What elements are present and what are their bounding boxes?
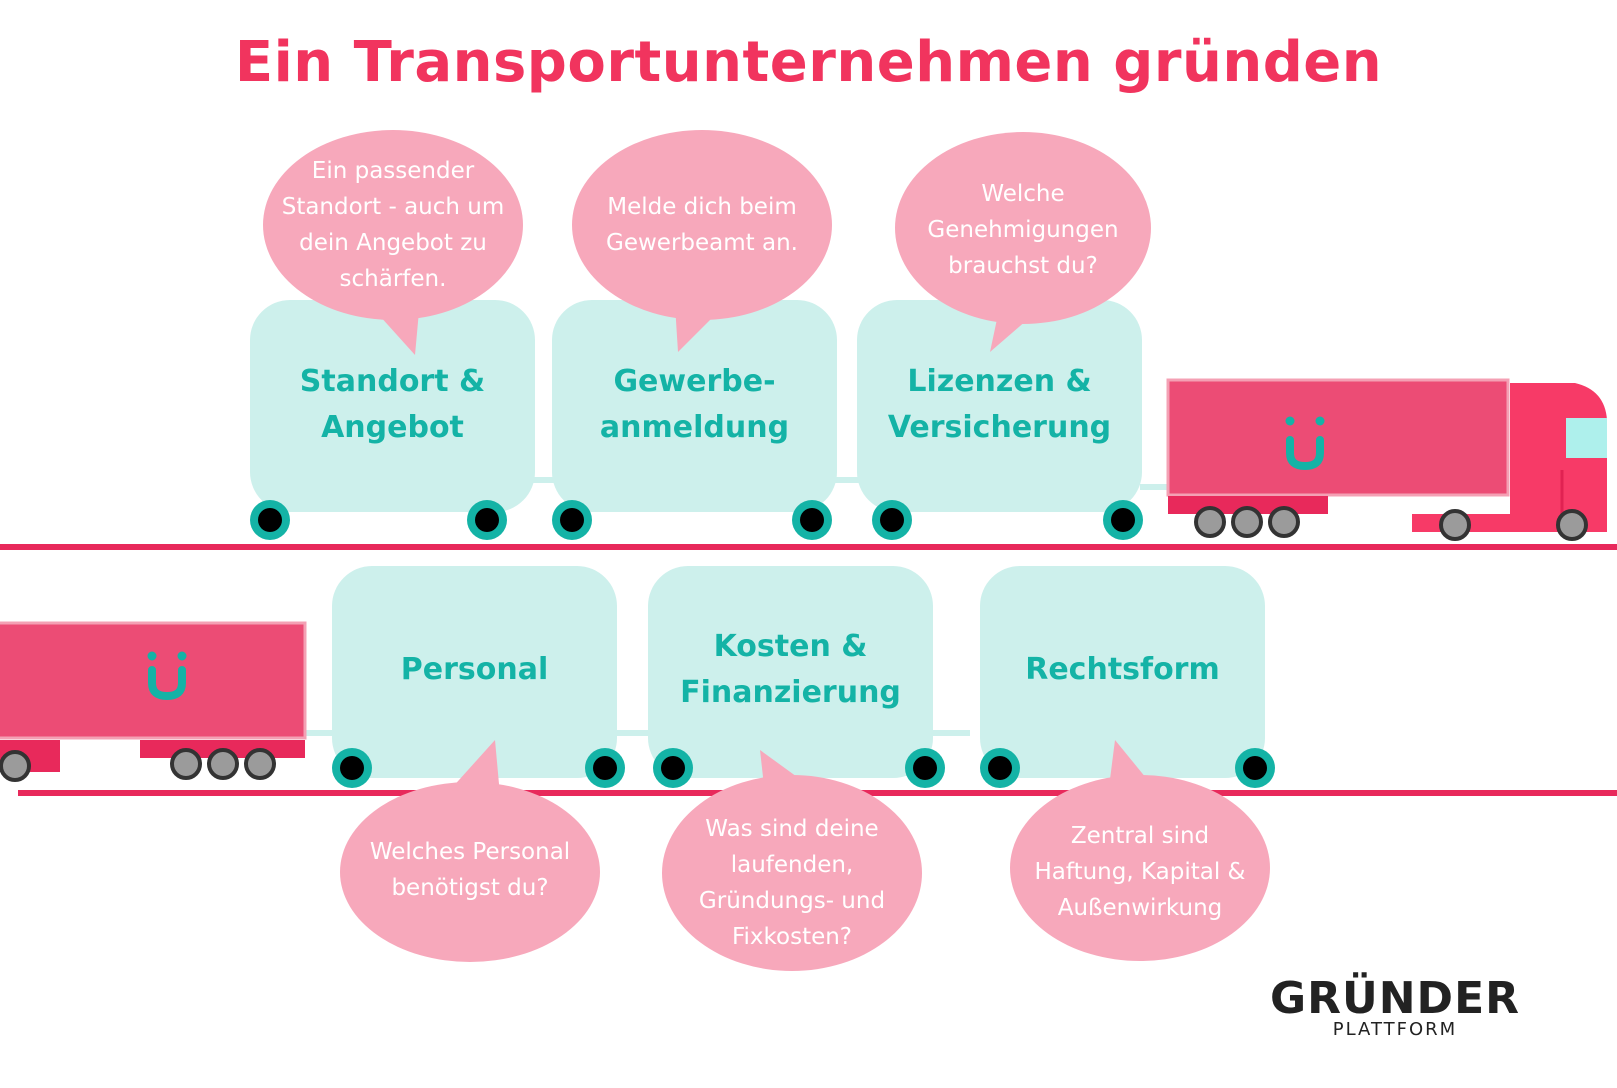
wagon-lizenzen — [857, 300, 1142, 512]
speech-bubble-gewerbe — [572, 130, 832, 320]
wagon-label-gewerbe: Gewerbe- anmeldung — [599, 364, 790, 445]
speech-bubble-kosten — [662, 775, 922, 971]
bubble-text-personal: Welches Personal benötigst du? — [369, 839, 571, 901]
bubble-text-kosten: Was sind deine laufenden, Gründungs- und… — [698, 816, 886, 950]
truck-top — [1166, 378, 1607, 541]
coupler — [830, 477, 860, 483]
wagon-gewerbe — [552, 300, 837, 512]
logo-wordmark: GRÜNDER — [1270, 975, 1520, 1023]
speech-bubble-personal — [340, 782, 600, 962]
wagon-kosten — [648, 566, 933, 778]
smiley-u-icon — [148, 666, 186, 701]
logo-subtitle: PLATTFORM — [1332, 1019, 1458, 1040]
wagon-label-personal: Personal — [400, 652, 549, 687]
speech-bubble-lizenzen — [895, 132, 1151, 324]
speech-bubble-standort — [263, 130, 523, 320]
gruender-plattform-logo: GRÜNDER PLATTFORM — [1270, 975, 1520, 1041]
coupler — [930, 730, 970, 736]
wagon-label-standort: Standort & Angebot — [299, 364, 486, 445]
bubble-text-rechtsform: Zentral sind Haftung, Kapital & Außenwir… — [1034, 823, 1246, 921]
wagon-standort — [250, 300, 535, 512]
smiley-u-icon — [1286, 436, 1324, 471]
wagon-label-kosten: Kosten & Finanzierung — [680, 629, 901, 710]
wagon-rechtsform — [980, 566, 1265, 778]
truck-bottom — [0, 621, 307, 782]
bubble-text-gewerbe: Melde dich beim Gewerbeamt an. — [606, 194, 798, 256]
wheels-top — [250, 500, 1143, 540]
coupler — [530, 477, 560, 483]
track-top — [0, 544, 1617, 550]
coupler — [615, 730, 655, 736]
bubble-text-lizenzen: Welche Genehmigungen brauchst du? — [927, 181, 1119, 279]
logo-wordmark-text: GRÜNDER — [1270, 973, 1521, 1024]
coupler — [300, 730, 340, 736]
bubble-text-standort: Ein passender Standort - auch um dein An… — [281, 158, 505, 292]
wagon-personal — [332, 566, 617, 778]
wagon-label-rechtsform: Rechtsform — [1025, 652, 1220, 687]
coupler — [1140, 484, 1170, 490]
wagon-label-lizenzen: Lizenzen & Versicherung — [887, 364, 1112, 445]
speech-bubble-rechtsform — [1010, 775, 1270, 961]
page-title: Ein Transportunternehmen gründen — [234, 30, 1383, 95]
wheels-bottom — [332, 748, 1275, 788]
